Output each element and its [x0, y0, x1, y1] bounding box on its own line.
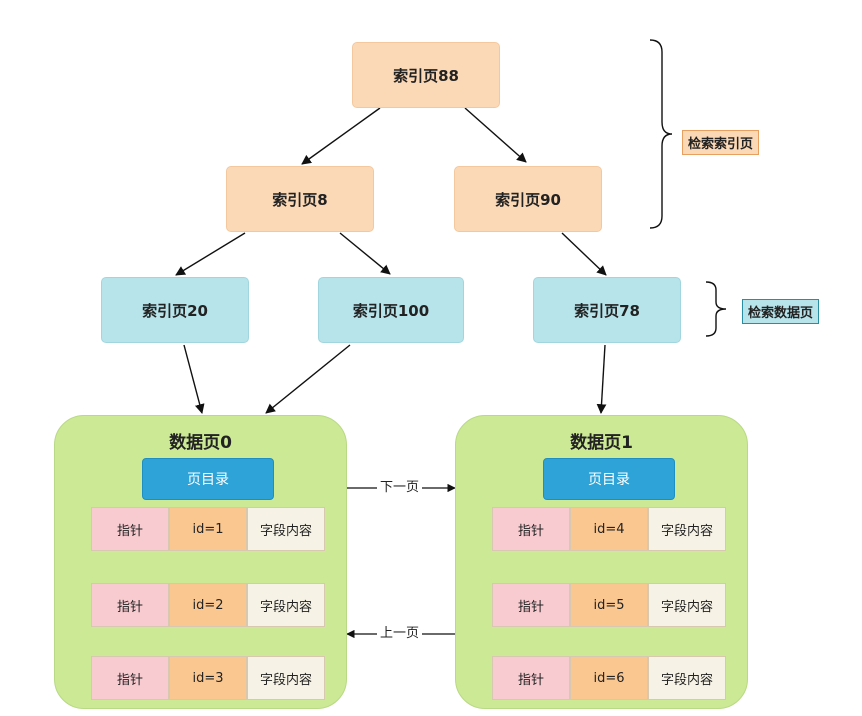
index-page-leaf-2: 索引页100 — [318, 277, 464, 343]
field-cell: 字段内容 — [648, 507, 726, 551]
field-cell: 字段内容 — [247, 656, 325, 700]
record-row: 指针 id=3 字段内容 — [91, 656, 325, 700]
index-page-root: 索引页88 — [352, 42, 500, 108]
record-row: 指针 id=2 字段内容 — [91, 583, 325, 627]
field-cell: 字段内容 — [247, 583, 325, 627]
id-cell: id=2 — [169, 583, 247, 627]
field-cell: 字段内容 — [648, 583, 726, 627]
page-directory: 页目录 — [142, 458, 274, 500]
field-cell: 字段内容 — [648, 656, 726, 700]
index-page-leaf-1: 索引页20 — [101, 277, 249, 343]
edge-100-to-datapage0 — [265, 344, 351, 414]
pointer-cell: 指针 — [492, 656, 570, 700]
id-cell: id=5 — [570, 583, 648, 627]
prev-page-label: 上一页 — [377, 626, 423, 642]
page-directory: 页目录 — [543, 458, 675, 500]
record-row: 指针 id=5 字段内容 — [492, 583, 726, 627]
edge-88-to-90 — [464, 107, 527, 163]
edge-88-to-8 — [301, 107, 381, 165]
next-page-label: 下一页 — [377, 480, 423, 496]
brace-index — [649, 39, 673, 229]
record-row: 指针 id=4 字段内容 — [492, 507, 726, 551]
index-page-leaf-3: 索引页78 — [533, 277, 681, 343]
record-row: 指针 id=1 字段内容 — [91, 507, 325, 551]
data-page-title: 数据页0 — [169, 433, 232, 453]
edge-20-to-datapage0 — [183, 344, 205, 414]
id-cell: id=6 — [570, 656, 648, 700]
pointer-cell: 指针 — [91, 656, 169, 700]
data-page-title: 数据页1 — [570, 433, 633, 453]
index-page-mid-left: 索引页8 — [226, 166, 374, 232]
pointer-cell: 指针 — [492, 583, 570, 627]
pointer-cell: 指针 — [91, 583, 169, 627]
edge-8-to-100 — [339, 232, 391, 275]
edge-78-to-datapage1 — [596, 344, 607, 414]
edge-90-to-78 — [561, 232, 607, 276]
pointer-cell: 指针 — [91, 507, 169, 551]
record-row: 指针 id=6 字段内容 — [492, 656, 726, 700]
data-page-1: 数据页1 页目录 指针 id=4 字段内容 指针 id=5 字段内容 指针 id… — [455, 415, 748, 709]
search-index-label: 检索索引页 — [682, 130, 760, 155]
search-data-label: 检索数据页 — [742, 299, 820, 324]
data-page-0: 数据页0 页目录 指针 id=1 字段内容 指针 id=2 字段内容 指针 id… — [54, 415, 347, 709]
field-cell: 字段内容 — [247, 507, 325, 551]
id-cell: id=4 — [570, 507, 648, 551]
index-page-mid-right: 索引页90 — [454, 166, 602, 232]
id-cell: id=1 — [169, 507, 247, 551]
edge-8-to-20 — [175, 232, 246, 276]
pointer-cell: 指针 — [492, 507, 570, 551]
id-cell: id=3 — [169, 656, 247, 700]
brace-data — [705, 281, 727, 337]
